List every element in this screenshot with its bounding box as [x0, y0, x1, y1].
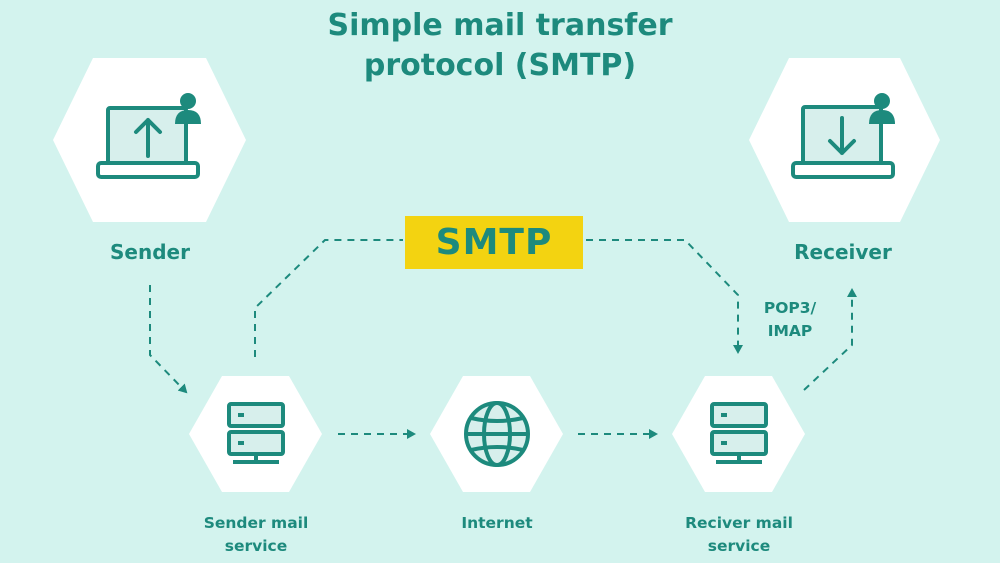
title-line-1: Simple mail transfer	[327, 8, 673, 43]
sender-label: Sender	[110, 240, 190, 264]
sender-mail-service-label: Sender mail service	[176, 512, 336, 558]
pop3-label-line-2: IMAP	[767, 322, 813, 340]
globe-icon	[464, 401, 530, 467]
diagram-title: Simple mail transfer protocol (SMTP)	[250, 6, 750, 86]
internet-label: Internet	[461, 514, 533, 532]
laptop-download-user-icon	[791, 93, 895, 179]
arrow-sender-to-mail-service	[149, 285, 188, 394]
sender-mail-service-line-1: Sender mail	[203, 514, 309, 532]
receiver-mail-service-label: Reciver mail service	[659, 512, 819, 558]
arrow-receiver-service-to-receiver	[803, 288, 857, 391]
title-line-2: protocol (SMTP)	[363, 48, 637, 83]
sender-mail-service-line-2: service	[224, 537, 288, 555]
receiver-label: Receiver	[794, 240, 892, 264]
pop3-imap-label: POP3/ IMAP	[745, 297, 835, 343]
receiver-mail-service-line-1: Reciver mail	[685, 514, 793, 532]
server-icon	[710, 402, 768, 464]
smtp-path-right	[586, 239, 743, 354]
receiver-mail-service-line-2: service	[707, 537, 771, 555]
pop3-label-line-1: POP3/	[763, 299, 817, 317]
server-icon	[227, 402, 285, 464]
smtp-badge: SMTP	[405, 216, 583, 269]
smtp-path-left	[254, 239, 403, 357]
laptop-upload-user-icon	[96, 93, 201, 179]
